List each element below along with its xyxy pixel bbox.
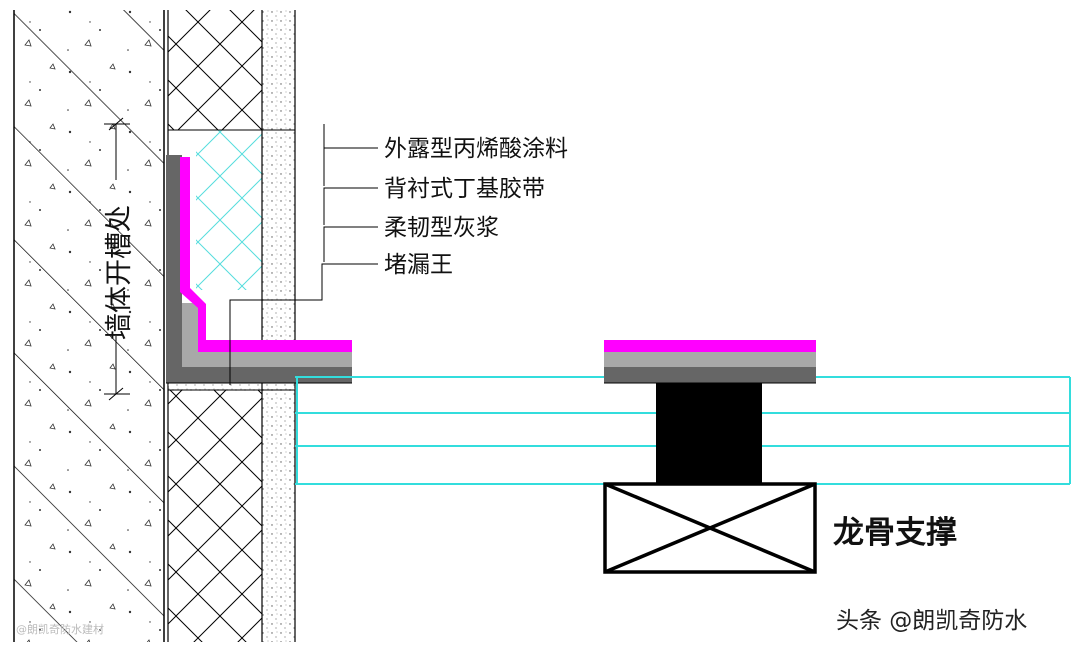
plaster-layer [168, 10, 296, 642]
keel-support-box [603, 482, 817, 574]
watermark-faint: @朗凯奇防水建材 [16, 622, 104, 636]
label-flexible-mortar: 柔韧型灰浆 [384, 215, 499, 241]
label-acrylic-coating: 外露型丙烯酸涂料 [384, 136, 568, 162]
dimension-line [104, 117, 130, 401]
leader-lines [229, 124, 378, 385]
label-keel-support: 龙骨支撑 [833, 515, 957, 551]
groove-waterproofing [166, 155, 352, 384]
concrete-wall [13, 10, 165, 642]
watermark-main: 头条 @朗凯奇防水 [836, 608, 1027, 634]
joint-waterproofing [604, 340, 816, 384]
label-butyl-tape: 背衬式丁基胶带 [384, 176, 545, 202]
label-leak-plug: 堵漏王 [384, 252, 453, 278]
label-wall-groove: 墙体开槽处 [104, 205, 135, 340]
insulation-layer [167, 10, 295, 642]
joint-filler-block [656, 383, 762, 483]
